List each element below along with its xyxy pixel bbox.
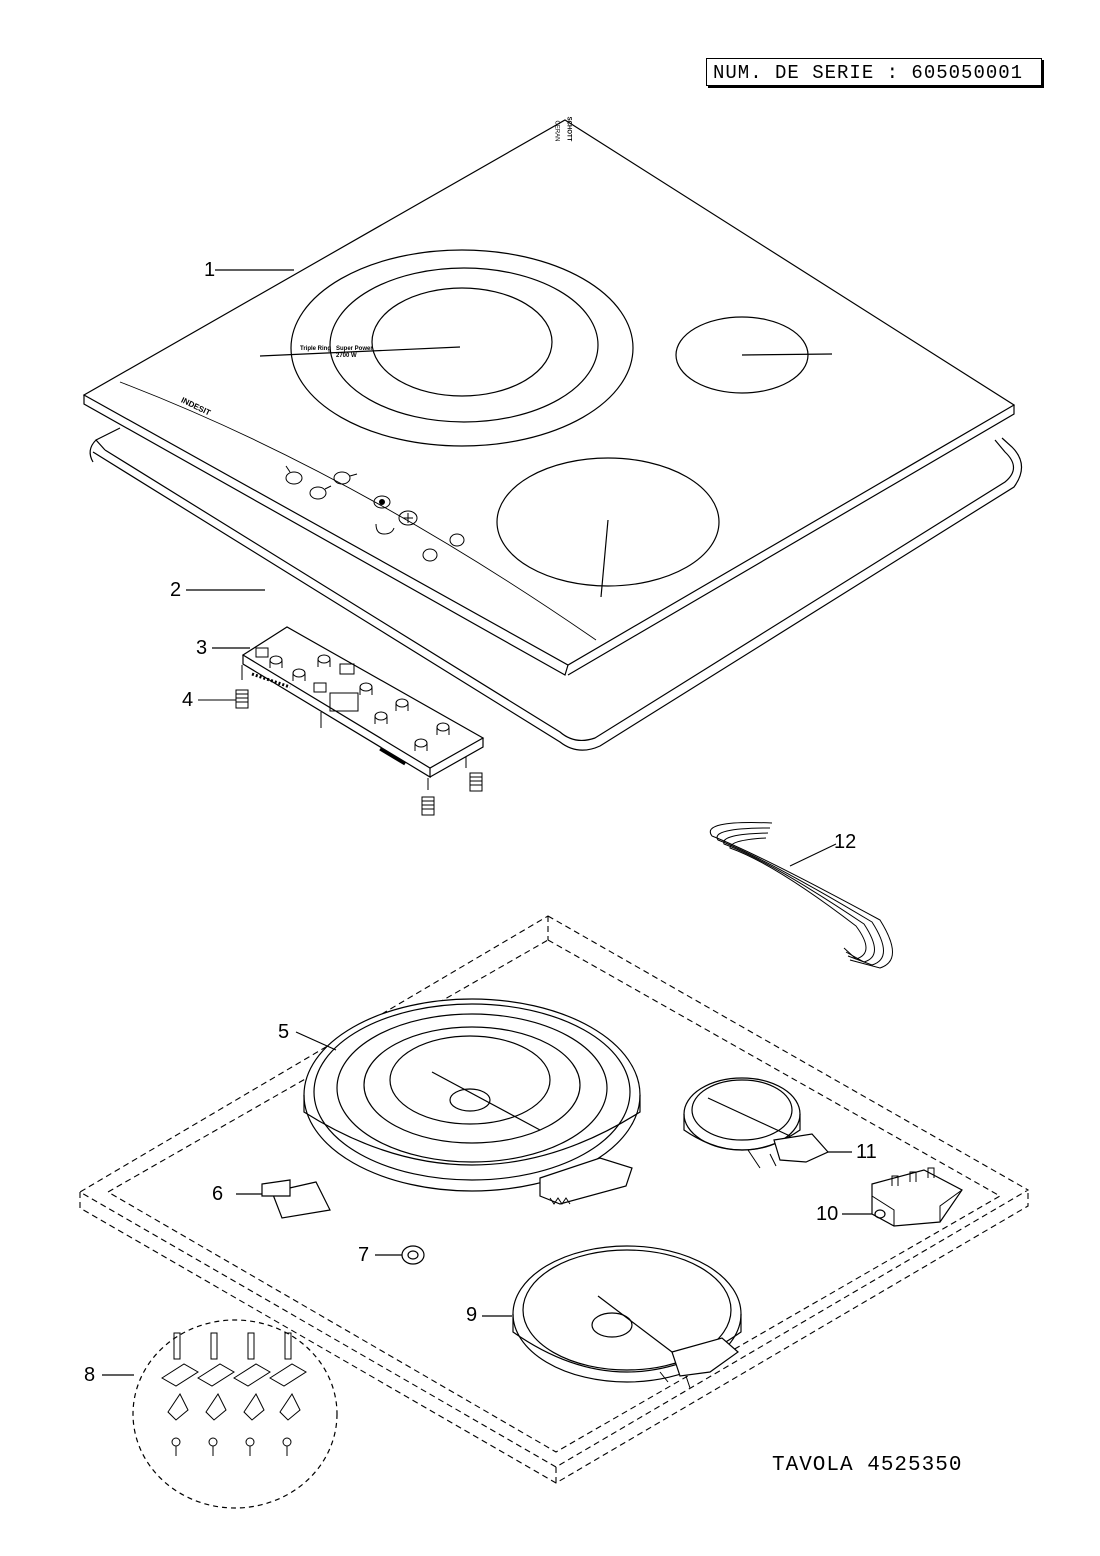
- callout-10: 10: [816, 1203, 839, 1225]
- wattage-label: 2700 W: [336, 353, 357, 359]
- element-kit-dashed-box: [78, 915, 1030, 1484]
- callout-12: 12: [834, 831, 857, 853]
- callout-1: 1: [204, 259, 216, 281]
- zone-triple-ring: [290, 249, 634, 447]
- serial-number-box: NUM. DE SERIE : 605050001: [706, 58, 1042, 86]
- super-power-label: Super Power: [336, 346, 373, 352]
- callout-4: 4: [182, 689, 194, 711]
- part-11-small-element: [683, 1077, 852, 1169]
- part-10-terminal-block: [842, 1167, 963, 1227]
- callout-5: 5: [278, 1021, 290, 1043]
- glass-maker-line1: SCHOTT: [565, 116, 572, 142]
- part-9-front-element: [482, 1245, 742, 1389]
- callout-9: 9: [466, 1304, 478, 1326]
- sheet-number: TAVOLA 4525350: [772, 1454, 963, 1477]
- part-2-frame: [89, 427, 1023, 751]
- callout-6: 6: [212, 1183, 224, 1205]
- callout-7: 7: [358, 1244, 370, 1266]
- part-6-clip: [236, 1179, 331, 1219]
- part-8-fixing-kit: [102, 1319, 338, 1509]
- part-3-control-board: [212, 626, 485, 790]
- callout-3: 3: [196, 637, 208, 659]
- part-5-triple-ring-element: [295, 998, 641, 1205]
- touch-controls: [285, 465, 465, 562]
- callout-11: 11: [856, 1141, 877, 1163]
- part-12-wiring: [709, 822, 893, 969]
- glass-maker-line2: CERAN: [553, 120, 560, 142]
- part-1-glass-top: [82, 119, 1016, 676]
- zone-name-label: Triple Ring: [300, 346, 332, 352]
- callout-2: 2: [170, 579, 182, 601]
- zone-rear-right: [675, 316, 809, 394]
- part-7-grommet: [375, 1245, 425, 1265]
- part-4-springs: [198, 689, 483, 816]
- callout-8: 8: [84, 1364, 96, 1386]
- zone-front: [496, 457, 720, 587]
